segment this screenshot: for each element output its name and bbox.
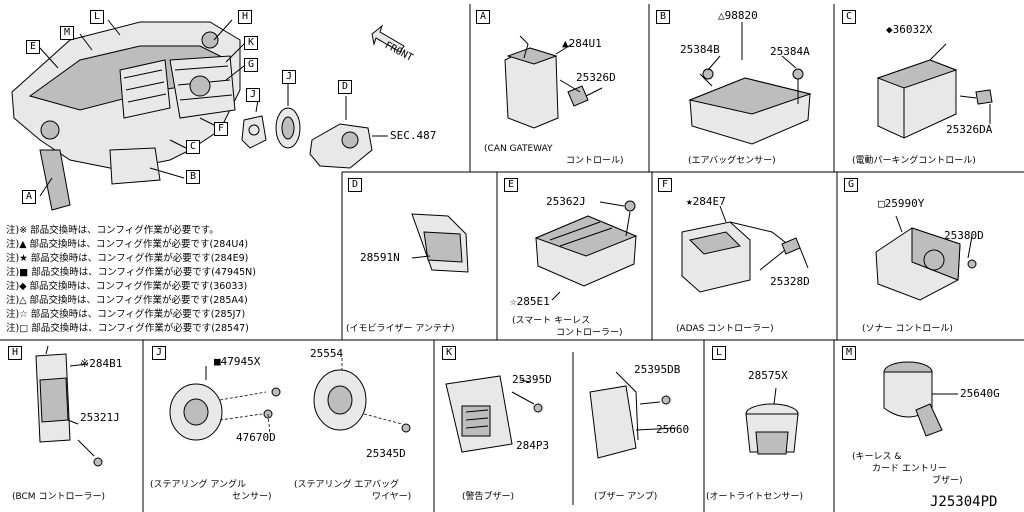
panel-j-part-2: 47670D	[236, 431, 276, 444]
panel-j-caption-3: (ステアリング エアバッグ	[294, 480, 400, 490]
overview-label-c: C	[186, 140, 200, 154]
panel-grid	[0, 4, 1024, 512]
panel-m-caption-1: (キーレス &	[852, 452, 902, 462]
panel-b-letter: B	[656, 10, 670, 24]
panel-f-drawing	[681, 205, 809, 293]
overview-label-g: G	[244, 58, 258, 72]
panel-a-caption-2: コントロール)	[566, 156, 624, 166]
panel-f-letter: F	[658, 178, 672, 192]
panel-j-caption-2: センサー)	[232, 492, 272, 502]
panel-j-caption-1: (ステアリング アングル	[150, 480, 247, 490]
panel-g-drawing	[875, 215, 977, 301]
note-8: 注)□ 部品交換時は、コンフィグ作業が必要です(28547)	[6, 323, 249, 334]
panel-c-caption: (電動パーキングコントロール)	[852, 156, 976, 166]
panel-h-letter: H	[8, 346, 22, 360]
panel-k-drawing	[445, 371, 677, 459]
note-2: 注)▲ 部品交換時は、コンフィグ作業が必要です(284U4)	[6, 239, 249, 250]
panel-m-part-1: 25640G	[960, 387, 1000, 400]
panel-l-drawing	[745, 387, 799, 455]
note-7: 注)☆ 部品交換時は、コンフィグ作業が必要です(285J7)	[6, 309, 246, 320]
overview-small-parts	[241, 82, 388, 169]
panel-b-drawing	[688, 22, 812, 145]
panel-j-letter: J	[152, 346, 166, 360]
overview-label-j1: J	[246, 88, 260, 102]
panel-a-letter: A	[476, 10, 490, 24]
overview-label-l: L	[90, 10, 104, 24]
note-3: 注)★ 部品交換時は、コンフィグ作業が必要です(284E9)	[6, 253, 249, 264]
panel-e-caption-2: コントローラー)	[556, 328, 623, 338]
overview-label-j2: J	[282, 70, 296, 84]
front-arrow	[371, 24, 405, 53]
panel-k-part-4: 25660	[656, 423, 690, 436]
overview-label-f: F	[214, 122, 228, 136]
panel-e-drawing	[534, 200, 638, 301]
panel-g-caption: (ソナー コントロール)	[862, 324, 953, 334]
panel-l-caption: (オートライトセンサー)	[706, 492, 804, 502]
overview-label-k: K	[244, 36, 258, 50]
panel-e-caption-1: (スマート キーレス	[512, 316, 591, 326]
panel-l-part-1: 28575X	[748, 369, 788, 382]
panel-k-letter: K	[442, 346, 456, 360]
panel-e-letter: E	[504, 178, 518, 192]
panel-f-part-2: 25328D	[770, 275, 810, 288]
panel-d-letter: D	[348, 178, 362, 192]
panel-b-part-1: △98820	[718, 9, 758, 22]
diagram-id: J25304PD	[930, 494, 998, 510]
overview-label-h: H	[238, 10, 252, 24]
note-4: 注)■ 部品交換時は、コンフィグ作業が必要です(47945N)	[6, 267, 256, 278]
panel-a-part-1: ▲284U1	[562, 37, 602, 50]
panel-m-caption-2: カード エントリー	[872, 464, 947, 474]
panel-c-drawing	[876, 43, 993, 139]
panel-c-letter: C	[842, 10, 856, 24]
panel-d-caption: (イモビライザー アンテナ)	[346, 324, 455, 334]
panel-h-caption: (BCM コントローラー)	[12, 492, 105, 502]
panel-k-caption-2: (ブザー アンプ)	[594, 492, 658, 502]
panel-b-part-3: 25384A	[770, 45, 810, 58]
panel-m-drawing	[883, 361, 958, 437]
overview-label-e: E	[26, 40, 40, 54]
panel-m-caption-3: ブザー)	[932, 476, 963, 486]
panel-k-part-1: 25395D	[512, 373, 552, 386]
panel-a-drawing	[504, 35, 603, 129]
panel-k-part-2: 284P3	[516, 439, 550, 452]
panel-j-caption-4: ワイヤー)	[372, 492, 412, 502]
panel-j-part-4: 25345D	[366, 447, 406, 460]
panel-a-part-2: 25326D	[576, 71, 616, 84]
overview-label-d: D	[338, 80, 352, 94]
note-5: 注)◆ 部品交換時は、コンフィグ作業が必要です(36033)	[6, 281, 248, 292]
panel-k-caption-1: (警告ブザー)	[462, 492, 515, 502]
panel-j-drawing	[169, 358, 411, 441]
panel-l-letter: L	[712, 346, 726, 360]
panel-h-drawing	[35, 345, 103, 467]
note-6: 注)△ 部品交換時は、コンフィグ作業が必要です(285A4)	[6, 295, 248, 306]
panel-a-caption-1: (CAN GATEWAY	[484, 144, 553, 154]
panel-g-part-1: □25990Y	[878, 197, 925, 210]
panel-h-part-1: ※284B1	[80, 357, 123, 370]
panel-k-part-3: 25395DB	[634, 363, 681, 376]
panel-e-part-1: 25362J	[546, 195, 586, 208]
panel-h-part-2: 25321J	[80, 411, 120, 424]
panel-c-part-2: 25326DA	[946, 123, 993, 136]
dashboard-overview-drawing	[11, 19, 245, 211]
panel-d-drawing	[411, 213, 469, 273]
panel-b-part-2: 25384B	[680, 43, 720, 56]
panel-f-part-1: ★284E7	[686, 195, 726, 208]
sec-reference: SEC.487	[390, 129, 437, 142]
panel-m-letter: M	[842, 346, 856, 360]
panel-e-part-2: ☆285E1	[510, 295, 550, 308]
panel-f-caption: (ADAS コントローラー)	[676, 324, 774, 334]
overview-label-b: B	[186, 170, 200, 184]
overview-label-m: M	[60, 26, 74, 40]
panel-j-part-3: 25554	[310, 347, 344, 360]
note-1: 注)※ 部品交換時は、コンフィグ作業が必要です。	[6, 225, 219, 236]
panel-d-part-1: 28591N	[360, 251, 400, 264]
panel-g-letter: G	[844, 178, 858, 192]
panel-g-part-2: 25380D	[944, 229, 984, 242]
panel-b-caption: (エアバッグセンサー)	[688, 156, 776, 166]
overview-label-a: A	[22, 190, 36, 204]
panel-j-part-1: ■47945X	[214, 355, 261, 368]
panel-c-part-1: ◆36032X	[886, 23, 933, 36]
